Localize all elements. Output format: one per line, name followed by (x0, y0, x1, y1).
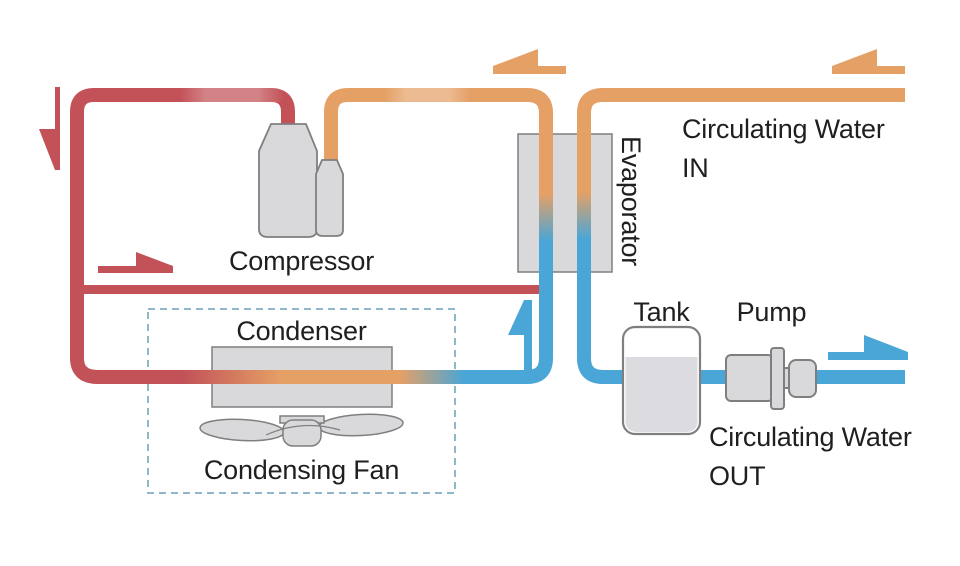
hot-refrigerant-branch-line (82, 285, 539, 294)
warm-pipe-highlight (385, 88, 470, 102)
down-arrow-icon (39, 87, 60, 170)
up-arrow-icon (508, 300, 532, 372)
tank-water (625, 357, 698, 432)
circulating-water-out-line2: OUT (709, 461, 766, 491)
fan-unit-boundary (147, 308, 456, 494)
pump-flange (770, 347, 785, 410)
pump-motor-cap (788, 359, 817, 398)
water-out-pipe (577, 237, 905, 384)
circulating-water-out-line1: Circulating Water (709, 422, 912, 452)
circulating-water-in-line2: IN (682, 153, 709, 183)
pump (725, 347, 817, 410)
circulating-water-in-line1: Circulating Water (682, 114, 885, 144)
water-in-pipe (577, 88, 905, 194)
fan-blade-right (318, 413, 404, 437)
evaporator-label: Evaporator (616, 136, 646, 267)
compressor-accumulator (315, 159, 344, 237)
flow-arrows (39, 49, 908, 372)
evaporator-box (517, 133, 613, 273)
left-arrow-icon (493, 49, 566, 74)
suction-warm-pipe (324, 88, 553, 196)
circulating-water-pipes (577, 88, 905, 384)
tank-label: Tank (633, 297, 690, 327)
right-arrow-icon (98, 252, 173, 273)
fan-hub (282, 419, 322, 447)
circulating-water-in-label: Circulating Water IN (682, 110, 885, 188)
compressor (258, 123, 344, 238)
right-arrow-icon (828, 335, 908, 360)
hot-refrigerant-pipe (70, 88, 295, 384)
condensing-fan (199, 413, 404, 447)
left-arrow-icon (832, 49, 905, 74)
condensing-fan-label: Condensing Fan (203, 455, 400, 485)
pump-label: Pump (736, 297, 807, 327)
fan-blade-left (199, 418, 285, 442)
cold-refrigerant-pipe (462, 239, 553, 384)
refrigerant-loop-pipes (70, 88, 553, 384)
fan-hub-curve (265, 424, 341, 436)
compressor-label: Compressor (229, 246, 375, 276)
condenser-label: Condenser (236, 316, 367, 346)
circulating-water-out-label: Circulating Water OUT (709, 418, 912, 496)
compressor-body (258, 123, 318, 238)
hot-pipe-highlight (180, 88, 284, 102)
pump-body (725, 354, 774, 402)
tank (621, 325, 702, 436)
